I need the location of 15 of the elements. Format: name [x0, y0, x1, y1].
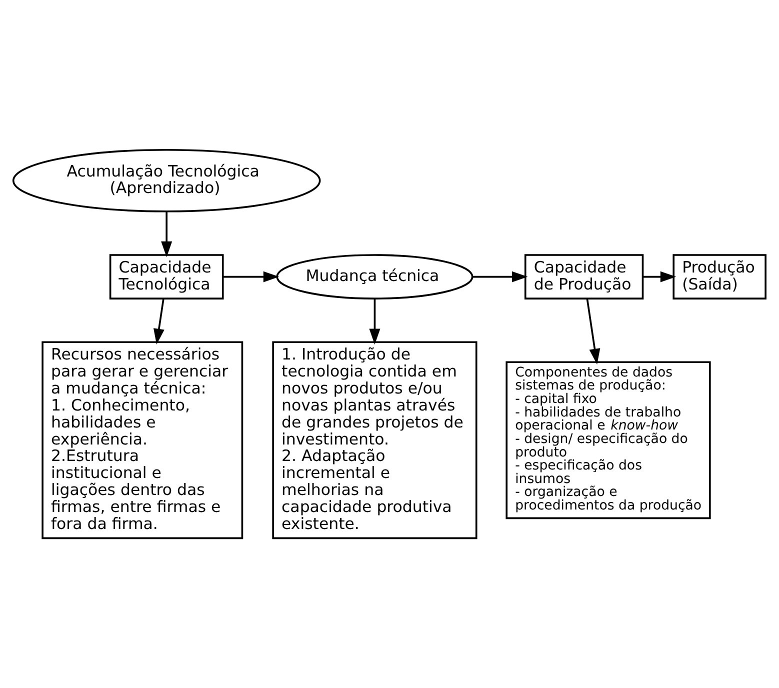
arrow	[586, 298, 600, 365]
node-box: Componentes de dados sistemas de produção: - capital fixo - habilidades de trabalho operacional e know-how - design/ especificação do produto - especificação dos insumos - organização e procedimentos da produção	[506, 361, 711, 520]
node-box: Capacidade de Produção	[524, 254, 644, 300]
arrow	[642, 271, 676, 282]
node-box: 1. Introdução de tecnologia contida em novos produtos e/ou novas plantas através de grandes projetos de investimento. 2. Adaptação incremental e melhorias na capacidade produtiva existente.	[272, 341, 478, 540]
node-ellipse: Acumulação Tecnológica (Aprendizado)	[12, 148, 321, 212]
node-box: Capacidade Tecnológica	[109, 254, 224, 300]
node-box: Recursos necessários para gerar e gerenciar a mudança técnica: 1. Conhecimento, habilidades e experiência. 2.Estrutura institucional e ligações dentro das firmas, entre firmas e fora da firma.	[42, 341, 244, 540]
arrow	[472, 271, 528, 282]
arrow	[153, 298, 164, 345]
arrow	[223, 271, 280, 282]
node-ellipse: Mudança técnica	[276, 254, 474, 300]
arrow	[369, 298, 380, 345]
arrow	[161, 212, 172, 258]
node-box: Produção (Saída)	[672, 254, 766, 300]
